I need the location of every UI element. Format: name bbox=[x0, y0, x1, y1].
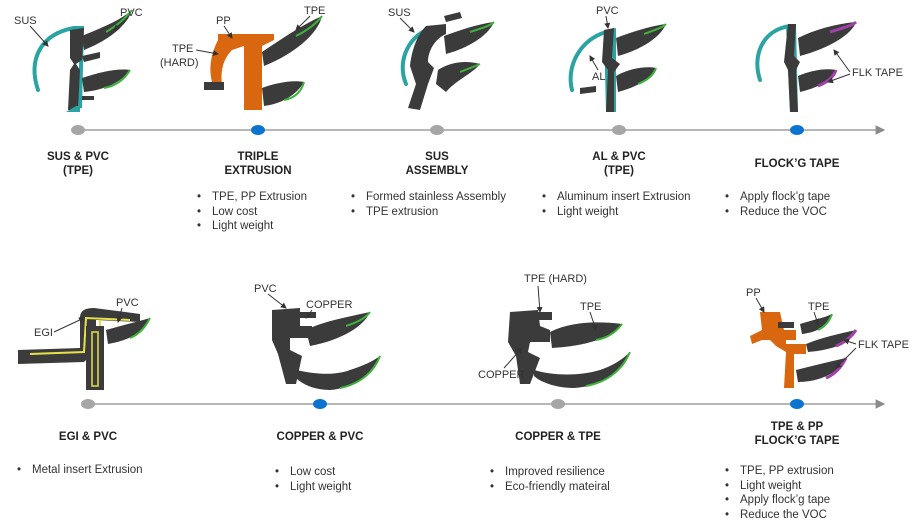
leader-triple-tpe bbox=[295, 15, 311, 31]
bullet-item: Low cost bbox=[274, 465, 351, 480]
bullets-egi-pvc: Metal insert Extrusion bbox=[16, 463, 143, 478]
label-triple-tpe: TPE bbox=[304, 5, 325, 17]
timeline-dot-sus-pvc bbox=[71, 125, 85, 135]
label-flock-tape: FLK TAPE bbox=[852, 67, 903, 79]
leader-flock-tape-1 bbox=[833, 49, 851, 73]
profile-triple-extrusion bbox=[204, 15, 323, 110]
label-egi-pvc-pvc: PVC bbox=[116, 297, 139, 309]
bullet-item: Light weight bbox=[724, 479, 834, 494]
profile-al-pvc bbox=[568, 23, 667, 112]
title-egi-pvc: EGI & PVC bbox=[58, 431, 118, 443]
bullets-flock-tape: Apply flock’g tape Reduce the VOC bbox=[724, 190, 830, 219]
profile-copper-tpe bbox=[508, 310, 631, 388]
leader-sus-pvc-sus bbox=[29, 25, 49, 47]
bullets-tpe-pp-flock: TPE, PP extrusion Light weight Apply flo… bbox=[724, 464, 834, 522]
bullet-item: Reduce the VOC bbox=[724, 508, 834, 523]
bullet-item: TPE, PP Extrusion bbox=[196, 190, 307, 205]
profile-egi-pvc bbox=[18, 308, 151, 390]
label-tpe-pp-flock-pp: PP bbox=[746, 287, 761, 299]
leader-copper-pvc-copper bbox=[305, 309, 313, 319]
leader-copper-pvc-pvc bbox=[267, 293, 287, 309]
leader-tpe-pp-flock-flk-2 bbox=[835, 347, 857, 369]
leader-al-pvc-al bbox=[589, 55, 599, 71]
label-copper-tpe-copper: COPPER bbox=[478, 369, 525, 381]
label-copper-tpe-tpe: TPE bbox=[580, 301, 601, 313]
leader-copper-tpe-tpe bbox=[589, 311, 598, 331]
bullet-item: Improved resilience bbox=[489, 465, 610, 480]
leader-triple-tpe-hard bbox=[195, 49, 219, 57]
leader-copper-tpe-tpe-hard bbox=[536, 285, 543, 313]
title-copper-tpe: COPPER & TPE bbox=[515, 431, 601, 443]
timeline-dot-egi-pvc bbox=[81, 399, 95, 409]
leader-flock-tape-2 bbox=[827, 73, 851, 84]
bullet-item: Light weight bbox=[541, 205, 691, 220]
leader-sus-pvc-pvc bbox=[113, 17, 129, 31]
label-egi-pvc-egi: EGI bbox=[34, 327, 53, 339]
bullets-triple-extrusion: TPE, PP Extrusion Low cost Light weight bbox=[196, 190, 307, 234]
label-copper-pvc-copper: COPPER bbox=[306, 299, 353, 311]
timeline-dot-triple-extrusion bbox=[251, 125, 265, 135]
label-sus-assembly-sus: SUS bbox=[388, 7, 411, 19]
leader-egi-pvc-egi bbox=[53, 317, 85, 333]
bullets-copper-tpe: Improved resilience Eco-friendly mateira… bbox=[489, 465, 610, 494]
timeline-dot-al-pvc bbox=[612, 125, 626, 135]
leader-al-pvc-pvc bbox=[604, 15, 611, 29]
label-tpe-pp-flock-tpe: TPE bbox=[808, 301, 829, 313]
label-triple-tpe-hard: TPE bbox=[172, 43, 193, 55]
bullets-al-pvc: Aluminum insert Extrusion Light weight bbox=[541, 190, 691, 219]
leader-tpe-pp-flock-tpe bbox=[813, 311, 820, 325]
label-triple-hard: (HARD) bbox=[160, 57, 199, 69]
title-sus-pvc: SUS & PVC(TPE) bbox=[47, 151, 109, 177]
bullets-copper-pvc: Low cost Light weight bbox=[274, 465, 351, 494]
label-copper-pvc-pvc: PVC bbox=[254, 283, 277, 295]
bullet-item: Aluminum insert Extrusion bbox=[541, 190, 691, 205]
leader-tpe-pp-flock-flk-1 bbox=[843, 338, 857, 345]
timeline-dot-copper-tpe bbox=[551, 399, 565, 409]
label-tpe-pp-flock-flk: FLK TAPE bbox=[858, 339, 909, 351]
bullets-sus-assembly: Formed stainless Assembly TPE extrusion bbox=[350, 190, 506, 219]
bullet-item: TPE extrusion bbox=[350, 205, 506, 220]
leader-tpe-pp-flock-pp bbox=[755, 297, 765, 313]
bullet-item: Low cost bbox=[196, 205, 307, 220]
timeline-dot-flock-tape bbox=[790, 125, 804, 135]
timeline-dot-tpe-pp-flock bbox=[790, 399, 804, 409]
label-sus-pvc-sus: SUS bbox=[14, 15, 37, 27]
leader-egi-pvc-pvc bbox=[116, 307, 123, 323]
profile-sus-pvc bbox=[32, 9, 133, 112]
title-al-pvc: AL & PVC(TPE) bbox=[592, 151, 646, 177]
leader-sus-assembly-sus bbox=[399, 17, 415, 33]
profile-flock-tape bbox=[755, 20, 858, 112]
profile-copper-pvc bbox=[272, 308, 381, 390]
label-triple-pp: PP bbox=[216, 15, 231, 27]
profile-tpe-pp-flock bbox=[750, 312, 858, 388]
bullet-item: Light weight bbox=[196, 219, 307, 234]
label-al-pvc-pvc: PVC bbox=[596, 5, 619, 17]
bullet-item: TPE, PP extrusion bbox=[724, 464, 834, 479]
timeline-dot-copper-pvc bbox=[313, 399, 327, 409]
label-sus-pvc-pvc: PVC bbox=[120, 7, 143, 19]
leader-copper-tpe-copper bbox=[503, 347, 523, 369]
bullet-item: Apply flock’g tape bbox=[724, 493, 834, 508]
profile-sus-assembly bbox=[400, 12, 495, 110]
title-flock-tape: FLOCK’G TAPE bbox=[754, 158, 840, 170]
label-al-pvc-al: AL bbox=[592, 71, 605, 83]
leader-triple-pp bbox=[223, 25, 233, 39]
label-copper-tpe-tpe-hard: TPE (HARD) bbox=[524, 273, 587, 285]
title-copper-pvc: COPPER & PVC bbox=[276, 431, 364, 443]
bullet-item: Light weight bbox=[274, 480, 351, 495]
bullet-item: Reduce the VOC bbox=[724, 205, 830, 220]
bullet-item: Formed stainless Assembly bbox=[350, 190, 506, 205]
bullet-item: Eco-friendly mateiral bbox=[489, 480, 610, 495]
timeline-dot-sus-assembly bbox=[430, 125, 444, 135]
bullet-item: Metal insert Extrusion bbox=[16, 463, 143, 478]
bullet-item: Apply flock’g tape bbox=[724, 190, 830, 205]
